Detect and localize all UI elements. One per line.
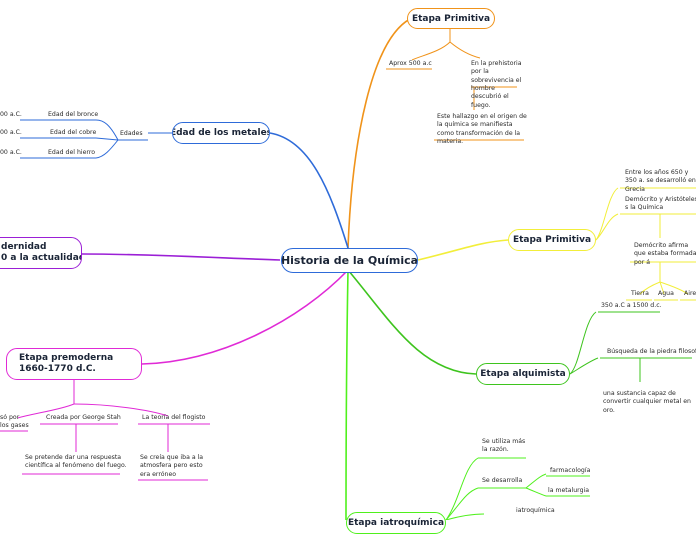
line-primitiva-top-right <box>449 41 481 59</box>
hallazgo-text: Este hallazgo en el origen de la química… <box>437 113 527 146</box>
etapa-premoderna-label-1: Etapa premoderna <box>19 352 114 363</box>
bronce-label: Edad del bronce <box>48 111 99 118</box>
iatroquimica-text: iatroquímica <box>516 507 555 514</box>
prehistoria-text: En la prehistoria por la sobrevivencia e… <box>471 60 522 109</box>
flogisto-text: La teoría del flogisto <box>142 414 206 421</box>
hierro-date: 00 a.C. <box>0 149 22 156</box>
line-premoderna-left <box>17 403 75 419</box>
line-edades-to-hierro <box>95 139 119 159</box>
flogisto-desc-text: Se creía que iba a la atmosfera pero est… <box>140 454 204 478</box>
line-desarrolla-to-farm <box>525 473 547 489</box>
etapa-alquimista-label: Etapa alquimista <box>480 369 566 379</box>
line-center-to-etapa-iatroquimica <box>345 269 349 520</box>
line-alquimista-branch-top <box>569 311 597 375</box>
line-alquimista-branch-mid <box>569 357 599 375</box>
element-tierra: Tierra <box>631 290 649 297</box>
line-primitiva-right-branch <box>595 187 619 241</box>
line-afirma-to-tierra <box>639 281 661 295</box>
edades-text: Edades <box>120 130 143 137</box>
line-afirma-to-agua <box>659 281 665 295</box>
stah-text: Creada por George Stah <box>46 414 121 421</box>
line-iatro-branch-1 <box>445 457 479 520</box>
etapa-primitiva-top-label: Etapa Primitiva <box>411 13 491 24</box>
modernidad-node[interactable]: dernidad 0 a la actualidad <box>0 237 82 269</box>
modernidad-label-2: 0 a la actualidad <box>1 253 82 263</box>
line-edades-to-bronce <box>95 119 119 141</box>
connector-lines <box>0 18 696 520</box>
gases-text-1: só por <box>0 414 20 421</box>
line-premoderna-right <box>73 403 169 417</box>
edad-metales-label: Edad de los metales <box>172 128 270 138</box>
line-primitiva-right-branch2 <box>595 213 619 241</box>
element-aire: Aire <box>684 290 696 297</box>
etapa-iatroquimica-node[interactable]: Etapa iatroquímica <box>346 512 446 534</box>
line-center-to-edad-metales <box>269 132 349 249</box>
farmacologia-text: farmacología <box>550 467 591 474</box>
line-afirma-to-aire <box>659 281 689 295</box>
line-desarrolla-to-metal <box>525 487 547 497</box>
line-center-to-premoderna <box>141 269 349 365</box>
grecia-text: Entre los años 650 y 350 a. se desarroll… <box>625 169 696 193</box>
edad-metales-node[interactable]: Edad de los metales <box>172 122 270 144</box>
line-center-to-etapa-primitiva-top <box>347 18 411 249</box>
desarrolla-text: Se desarrolla <box>482 477 523 484</box>
aprox-date-text: Aprox 500 a.c <box>389 60 432 67</box>
etapa-premoderna-node[interactable]: Etapa premoderna 1660-1770 d.C. <box>6 348 142 380</box>
etapa-primitiva-right-label: Etapa Primitiva <box>512 235 592 245</box>
stah-desc-text: Se pretende dar una respuesta científica… <box>25 454 127 470</box>
cobre-label: Edad del cobre <box>50 129 97 136</box>
line-center-to-etapa-alquimista <box>347 269 477 375</box>
gases-text-2: los gases <box>0 422 29 429</box>
line-center-to-modernidad <box>81 253 281 261</box>
piedra-filosofal-text: Búsqueda de la piedra filosofal <box>607 348 696 355</box>
bronce-date: 00 a.C. <box>0 111 22 118</box>
center-topic-label: Historia de la Química <box>281 254 418 267</box>
democrito-aristoteles-text: Demócrito y Aristóteles s la Química <box>625 196 696 212</box>
line-primitiva-top-left <box>411 41 451 61</box>
modernidad-label-1: dernidad <box>1 241 47 252</box>
democrito-afirma-text: Demócrito afirma que estaba formada por … <box>634 242 696 266</box>
etapa-alquimista-node[interactable]: Etapa alquimista <box>476 363 570 385</box>
etapa-premoderna-label-2: 1660-1770 d.C. <box>19 364 96 374</box>
line-iatro-branch-3 <box>445 513 485 520</box>
etapa-primitiva-top-node[interactable]: Etapa Primitiva <box>407 8 495 29</box>
center-topic-node[interactable]: Historia de la Química <box>281 248 418 273</box>
line-center-to-etapa-primitiva-right <box>417 239 509 261</box>
alquimista-date-text: 350 a.C a 1500 d.c. <box>601 302 662 309</box>
metalurgia-text: la metalurgia <box>548 487 590 494</box>
razon-text: Se utiliza más la razón. <box>482 438 526 454</box>
convertir-oro-text: una sustancia capaz de convertir cualqui… <box>603 390 691 414</box>
cobre-date: 00 a.C. <box>0 129 22 136</box>
hierro-label: Edad del hierro <box>48 149 96 156</box>
line-edades-to-cobre <box>95 137 119 141</box>
etapa-primitiva-right-node[interactable]: Etapa Primitiva <box>508 229 596 251</box>
element-agua: Agua <box>658 290 674 297</box>
line-iatro-branch-2 <box>445 487 479 520</box>
